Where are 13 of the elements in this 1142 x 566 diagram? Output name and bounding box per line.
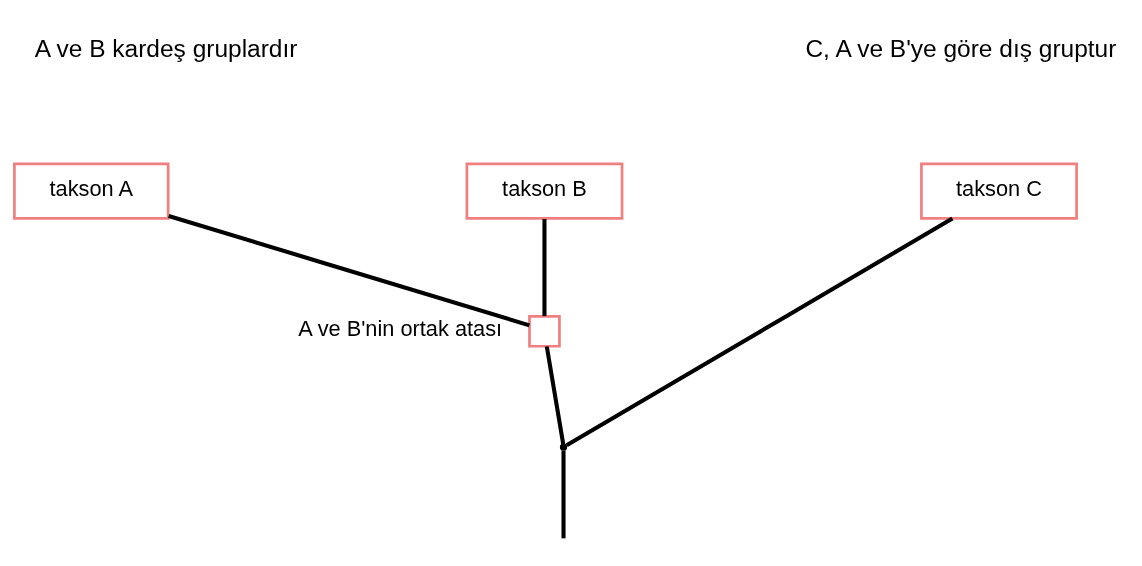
connector	[544, 346, 566, 445]
node-box	[528, 314, 561, 348]
node-label: A ve B'nin ortak atası	[298, 316, 503, 342]
connector	[565, 216, 954, 448]
node-point	[559, 443, 568, 451]
node-box: takson A	[13, 162, 170, 220]
connector	[542, 218, 547, 317]
connector	[561, 450, 566, 539]
label: A ve B kardeş gruplardır	[34, 34, 298, 62]
label: C, A ve B'ye göre dış gruptur	[805, 34, 1117, 62]
node-box: takson B	[465, 162, 624, 220]
node-box: takson C	[920, 162, 1078, 220]
connector	[168, 214, 530, 328]
